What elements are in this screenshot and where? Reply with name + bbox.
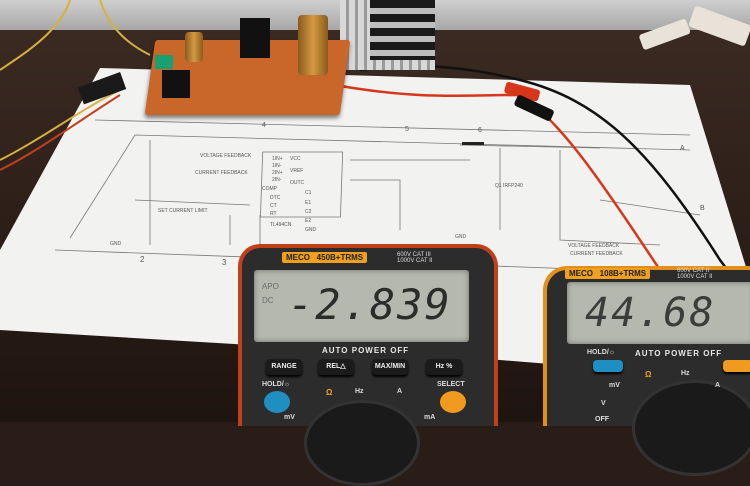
schematic-lines (54, 119, 741, 276)
pin-label: OUTC (290, 180, 305, 186)
meter-brand: MECO 450B+TRMS (282, 252, 368, 263)
brand-name: MECO (569, 269, 593, 278)
grid-label: B (700, 205, 705, 212)
dial-label: Ω (326, 388, 333, 397)
dial-label: OFF (595, 416, 609, 423)
cat-rating: 600V CAT III 1000V CAT II (397, 252, 433, 264)
pin-label: C2 (305, 209, 312, 215)
rotary-dial[interactable] (304, 400, 420, 486)
yellow-wire (0, 0, 71, 71)
dc-indicator: DC (262, 296, 274, 305)
hold-button[interactable] (593, 360, 623, 372)
grid-label: A (680, 145, 685, 152)
hold-label: HOLD/☼ (587, 349, 616, 356)
range-button[interactable]: RANGE (266, 359, 302, 375)
net-label: VOLTAGE FEEDBACK (568, 243, 620, 249)
meter-brand: MECO 108B+TRMS (565, 268, 651, 279)
dial-label: Hz (355, 388, 364, 395)
auto-power-off-label: AUTO POWER OFF (635, 349, 723, 358)
dial-label: mV (609, 382, 620, 389)
grid-label: 3 (222, 258, 227, 267)
dial-label: Hz (681, 370, 690, 377)
select-label: SELECT (437, 381, 465, 388)
model-name: 450B+TRMS (316, 253, 364, 262)
net-label: CURRENT FEEDBACK (195, 170, 248, 176)
rel-button[interactable]: REL△ (318, 359, 354, 375)
pin-label: E1 (305, 200, 311, 206)
grid-label: 2 (140, 255, 145, 264)
apo-indicator: APO (262, 282, 279, 291)
select-button[interactable] (440, 391, 466, 413)
pin-label: 2IN+ (272, 170, 283, 176)
pin-label: 1IN- (272, 163, 282, 169)
pin-label: COMP (262, 186, 278, 192)
dial-label: Ω (645, 370, 652, 379)
heatsink-fins (370, 0, 435, 60)
transistor-label: Q1 IRFP240 (495, 183, 523, 189)
mosfet (240, 18, 270, 58)
red-wire (0, 94, 121, 171)
pin-label: 1IN+ (272, 156, 283, 162)
ic-name: TL494CN (270, 222, 292, 228)
grid-label: 5 (405, 126, 409, 133)
model-name: 108B+TRMS (599, 269, 647, 278)
auto-power-off-label: AUTO POWER OFF (322, 346, 410, 355)
left-multimeter: MECO 450B+TRMS 600V CAT III 1000V CAT II… (238, 244, 498, 486)
pin-label: DTC (270, 195, 281, 201)
lcd-display: 44.68 (567, 282, 750, 344)
red-alligator-clip (504, 81, 540, 102)
dial-label: A (397, 388, 403, 395)
dial-label: A (715, 382, 721, 389)
usb-plug (688, 6, 750, 46)
pin-label: GND (305, 227, 317, 233)
connector (77, 72, 127, 105)
shunt-resistor (462, 142, 484, 145)
pin-label: 2IN- (272, 177, 282, 183)
dial-label: mV (284, 414, 295, 421)
capacitor (185, 32, 203, 62)
dial-label: V (601, 400, 606, 407)
hz-percent-button[interactable]: Hz % (426, 359, 462, 375)
gnd-label: GND (110, 241, 122, 247)
pin-label: VCC (290, 156, 301, 162)
capacitor (298, 15, 328, 75)
rotary-dial[interactable] (632, 380, 750, 476)
hold-button[interactable] (264, 391, 290, 413)
yellow-wire (99, 0, 151, 56)
terminal-block (155, 55, 173, 69)
right-multimeter: MECO 108B+TRMS 600V CAT II 1000V CAT II … (543, 266, 750, 476)
brand-name: MECO (286, 253, 310, 262)
black-alligator-clip (514, 95, 554, 121)
lcd-display: APO DC -2.839 (254, 270, 469, 342)
pin-label: RT (270, 211, 277, 217)
grid-label: 4 (262, 122, 266, 129)
red-wire (334, 83, 521, 98)
net-label: CURRENT FEEDBACK (570, 251, 623, 257)
cat-rating: 600V CAT II 1000V CAT II (677, 268, 713, 280)
reading-value: 44.68 (585, 290, 716, 336)
pin-label: C1 (305, 190, 312, 196)
hold-label: HOLD/☼ (262, 381, 291, 388)
reading-value: -2.839 (288, 280, 452, 329)
ic-chip (162, 70, 190, 98)
net-label: VOLTAGE FEEDBACK (200, 153, 252, 159)
pin-label: VREF (290, 168, 303, 174)
pin-label: E2 (305, 218, 311, 224)
pin-label: CT (270, 203, 277, 209)
yellow-wire (0, 89, 121, 161)
max-min-button[interactable]: MAX/MIN (372, 359, 408, 375)
net-label: SET CURRENT LIMIT (158, 208, 208, 214)
gnd-label: GND (455, 234, 467, 240)
grid-label: 6 (478, 127, 482, 134)
function-button[interactable] (723, 360, 750, 372)
usb-plug (639, 19, 691, 50)
dial-label: mA (424, 414, 436, 421)
